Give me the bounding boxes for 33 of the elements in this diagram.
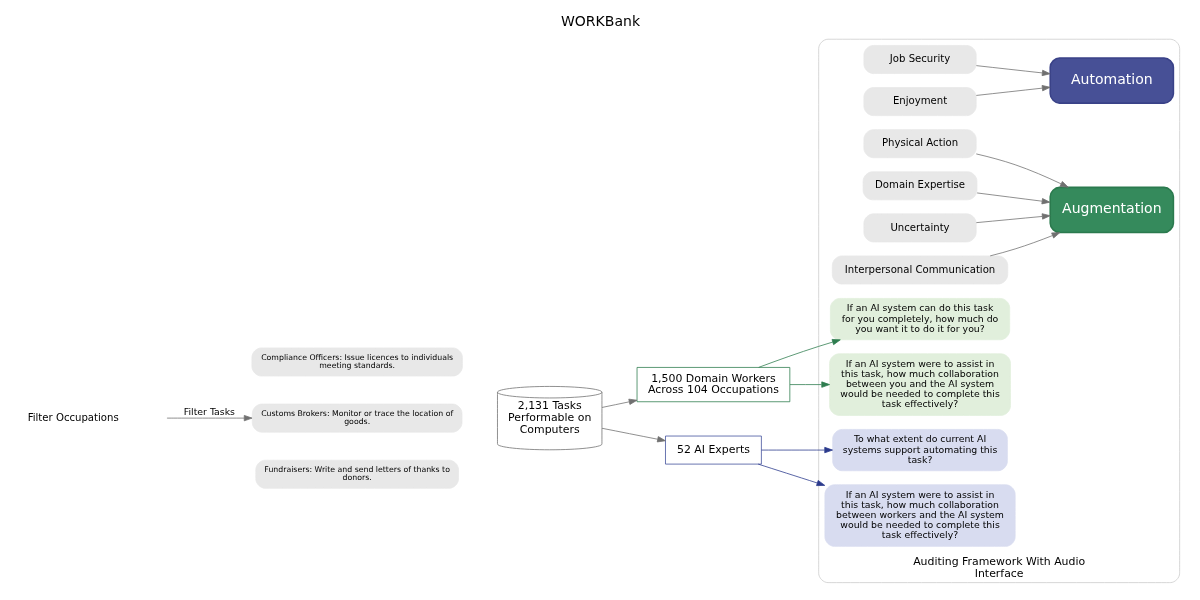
node-box: 1,500 Domain Workers Across 104 Occupations [636, 367, 790, 403]
node-box: 52 AI Experts [664, 435, 762, 465]
node-box: Automation [1048, 57, 1174, 104]
node-box: Domain Expertise [862, 171, 977, 201]
arrow [975, 153, 1069, 188]
arrow [601, 427, 666, 443]
arrow [789, 381, 830, 388]
node-box: Uncertainty [863, 213, 977, 243]
arrow [976, 192, 1050, 205]
node-box: If an AI system can do this task for you completely, how much do you want it to do it for you? [829, 298, 1010, 341]
arrow [166, 415, 252, 422]
label: Filter Occupations [27, 411, 119, 423]
node-box: Augmentation [1048, 186, 1174, 234]
arrow [757, 463, 825, 486]
arrow [975, 85, 1050, 96]
node-box: If an AI system were to assist in this task, how much collaboration between workers and the AI system would be needed to complete this task effectively? [824, 484, 1016, 547]
node-box: Physical Action [863, 129, 977, 159]
edge-label: Filter Tasks [183, 406, 235, 418]
node-box: Enjoyment [863, 87, 977, 116]
node-box: Interpersonal Communication [831, 255, 1008, 285]
node-box: Customs Brokers: Monitor or trace the location of goods. [251, 403, 462, 433]
arrow [989, 232, 1060, 257]
node-box: To what extent do current AI systems support automating this task? [831, 429, 1008, 472]
node-box: Compliance Officers: Issue licences to individuals meeting standards. [251, 347, 463, 377]
diagram-title: WORKBank [560, 12, 640, 29]
arrow [757, 339, 841, 368]
node-box: Job Security [863, 45, 977, 74]
arrow [601, 398, 637, 408]
node-box: If an AI system were to assist in this task, how much collaboration between you and the AI system would be needed to complete this task effectively? [828, 353, 1011, 416]
arrow [760, 446, 833, 454]
node-box: Fundraisers: Write and send letters of thanks to donors. [254, 459, 459, 489]
arrow [975, 213, 1050, 224]
arrow [975, 65, 1050, 77]
